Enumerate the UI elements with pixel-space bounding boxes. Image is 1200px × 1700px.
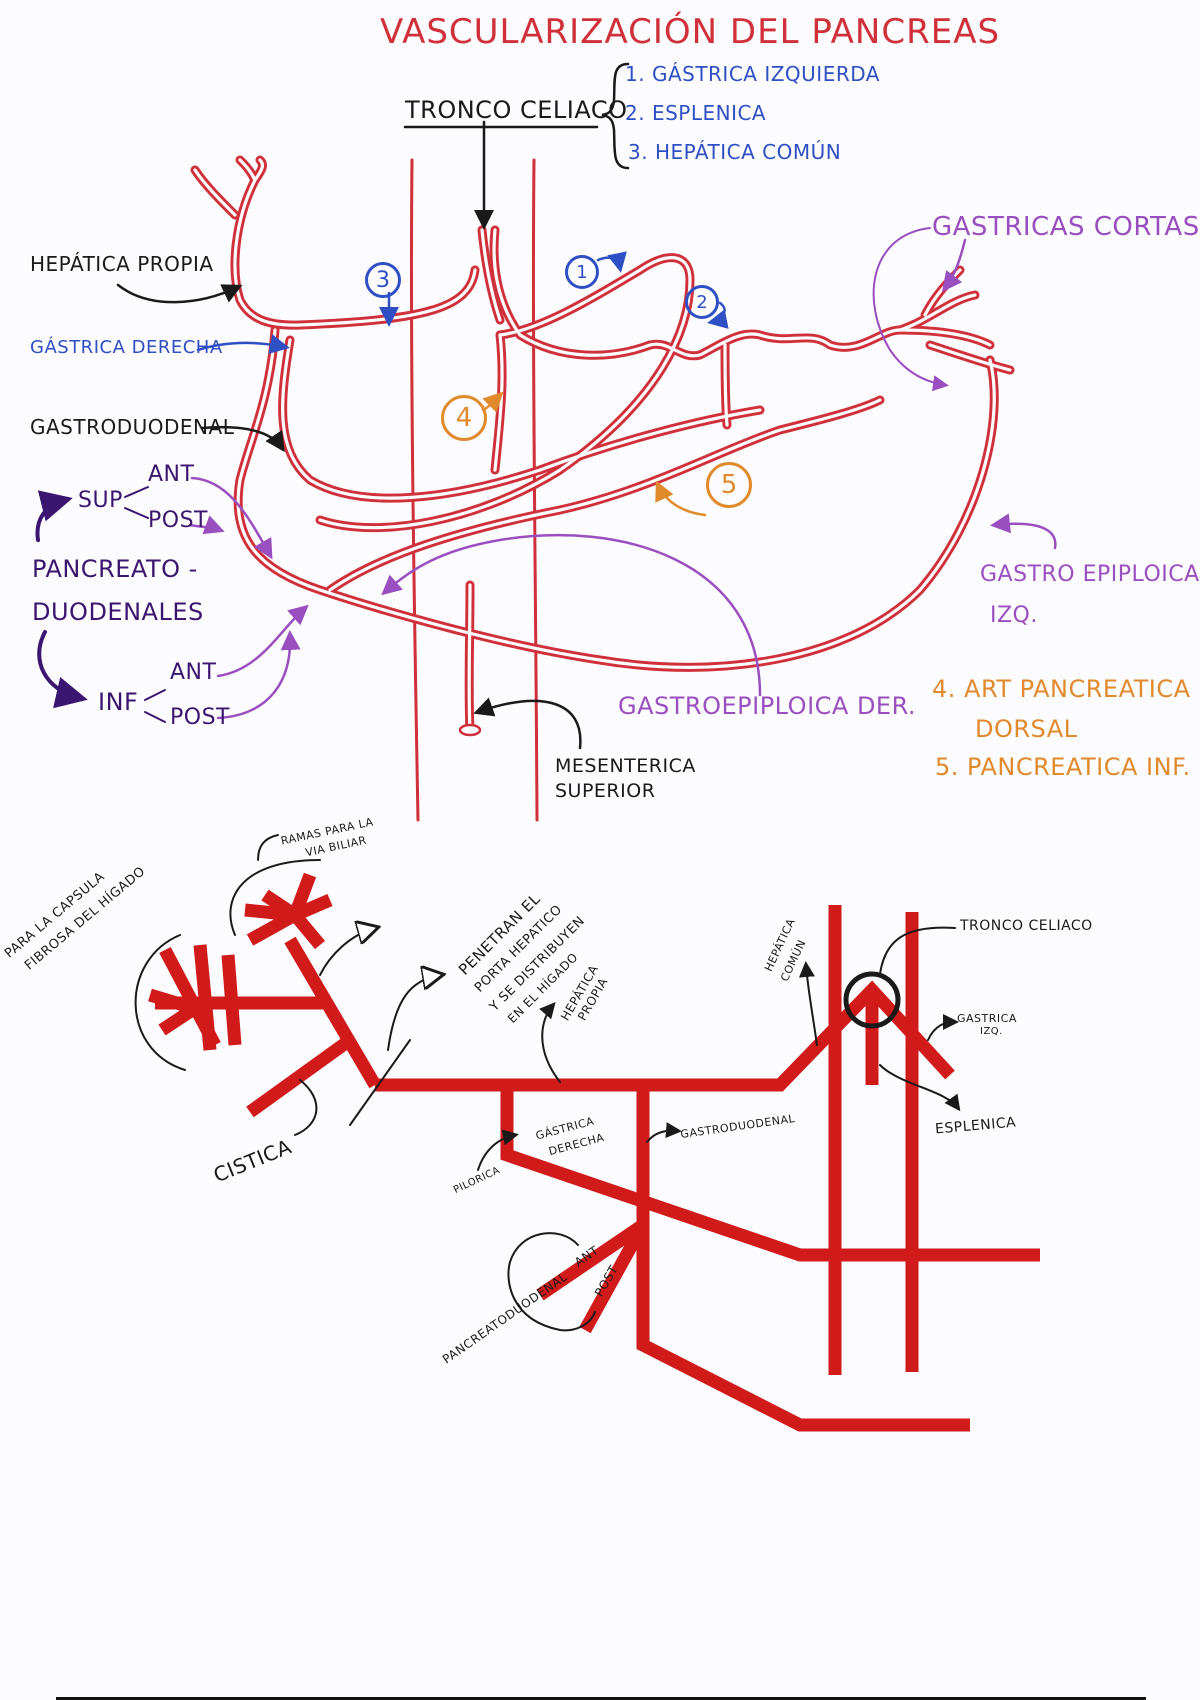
gastroduodenal-label: Gastroduodenal — [30, 415, 235, 439]
gastrica-derecha-label: Gástrica derecha — [30, 337, 223, 358]
inf-post-dash — [144, 711, 166, 723]
esplenica-arrow — [879, 1064, 961, 1112]
porta-arrow — [387, 975, 440, 1051]
gastricas-cortas-label: Gastricas Cortas — [932, 212, 1200, 242]
pancreatoduodenal-ant — [536, 1219, 647, 1301]
pancreato-down-arrow — [37, 630, 88, 709]
capsula-branch-5 — [158, 999, 204, 1036]
marker5-arrow — [655, 480, 707, 517]
mesenterica-label-2: Superior — [555, 780, 656, 802]
tronco-branch-1: 1. Gástrica Izquierda — [625, 62, 880, 86]
pancreatoduodenales-label-2: duodenales — [32, 598, 204, 626]
hepatica-propia-arrow — [116, 283, 243, 304]
inf-post-label: Post — [170, 705, 230, 730]
sup-post-dash — [124, 507, 149, 519]
gastrica-derecha-arrow — [196, 334, 290, 354]
capsula-bracket — [134, 934, 186, 1071]
gastroduodenal-arrow — [200, 425, 285, 453]
marker-1: 1 — [565, 255, 599, 289]
sup-post-arrow — [188, 515, 225, 535]
ramas-branch-4 — [246, 909, 299, 946]
gastroepiploica-der-arrow — [381, 533, 762, 697]
hepatica-propia-label: Hepática propia — [30, 252, 214, 276]
capsula-branch-3 — [221, 954, 242, 1046]
marker-5: 5 — [706, 462, 752, 508]
tronco-branch-3: 3. Hepática común — [628, 140, 842, 164]
tronco-branch-2: 2. Esplenica — [625, 101, 767, 125]
mesenterica-label-1: Mesenterica — [555, 755, 696, 777]
tronco-celiaco-pointer — [879, 926, 956, 975]
gastroepiploica-izq-arrow — [990, 513, 1057, 550]
tronco-brace — [601, 62, 630, 170]
sup-ant-label: Ant — [148, 462, 195, 487]
hilio-tick — [349, 1039, 411, 1126]
gastroduodenal-arrow2 — [646, 1122, 682, 1143]
inf-ant-label: Ant — [170, 660, 217, 685]
gastroepiploica-izq-label-2: Izq. — [990, 603, 1038, 628]
hepatica-comun-line — [375, 980, 955, 1092]
bottom-divider — [56, 1697, 1146, 1700]
gastrica-derecha-line — [500, 1085, 1040, 1262]
marker1-arrow — [596, 251, 627, 273]
ramas-bracket — [229, 859, 321, 936]
hepatica-propia-arrow2 — [539, 1001, 561, 1083]
hepatica-propia-line — [284, 936, 381, 1089]
ramas-branch-2 — [292, 894, 333, 921]
cistica-bracket — [294, 1079, 318, 1136]
sup-label: Sup — [78, 488, 123, 513]
sup-post-label: Post — [148, 508, 208, 533]
gastricas-cortas-arrow-2 — [872, 227, 949, 392]
ramas-branch-5 — [261, 889, 299, 921]
sup-ant-arrow — [190, 476, 273, 560]
penetran-arrow — [319, 928, 375, 976]
tronco-celiaco-bottom-label: Tronco celiaco — [960, 918, 1093, 934]
marker-3: 3 — [365, 262, 401, 298]
inf-ant-arrow — [216, 604, 309, 678]
marker2-arrow — [707, 301, 729, 329]
pancreato-up-arrow — [35, 490, 73, 542]
page-title: Vascularización del Pancreas — [380, 12, 1001, 52]
gastroepiploica-der-label: Gastroepiploica der. — [618, 692, 917, 720]
pancreatoduodenales-label-1: Pancreato - — [32, 555, 198, 583]
pilorica-arrow — [477, 1129, 519, 1171]
tronco-celiaco-label: Tronco Celiaco — [405, 96, 628, 124]
inf-label: Inf — [98, 688, 139, 716]
gastrica-izq-arrow — [927, 1014, 959, 1041]
gastrica-izq-label-2: Izq. — [980, 1026, 1003, 1037]
marker-2: 2 — [685, 285, 719, 319]
gastrica-izq-label-1: Gastrica — [957, 1012, 1017, 1025]
mesenterica-arrow — [473, 697, 582, 750]
tronco-celiaco-circle — [843, 971, 901, 1029]
gastricas-cortas-arrow-1 — [941, 238, 967, 292]
inf-ant-dash — [144, 689, 166, 701]
sup-ant-dash — [124, 486, 149, 498]
legend-item-5: 5. Pancreatica Inf. — [935, 753, 1191, 781]
aorta-right-wall — [531, 158, 539, 822]
hepatica-comun-arrow — [798, 961, 818, 1046]
cistica-line — [246, 1034, 354, 1118]
capsula-branch-2 — [193, 944, 217, 1051]
legend-item-4-line1: 4. Art Pancreatica — [932, 675, 1191, 703]
aorta-left-wall — [409, 158, 420, 822]
legend-item-4-line2: Dorsal — [975, 715, 1078, 743]
gastroepiploica-izq-label-1: Gastro epiploica — [980, 562, 1200, 587]
pancreato-bracket — [507, 1232, 596, 1332]
gastroduodenal-line — [636, 1085, 970, 1432]
marker-4: 4 — [441, 395, 487, 441]
inf-post-arrow — [216, 630, 301, 720]
ramas-pointer — [257, 834, 279, 861]
